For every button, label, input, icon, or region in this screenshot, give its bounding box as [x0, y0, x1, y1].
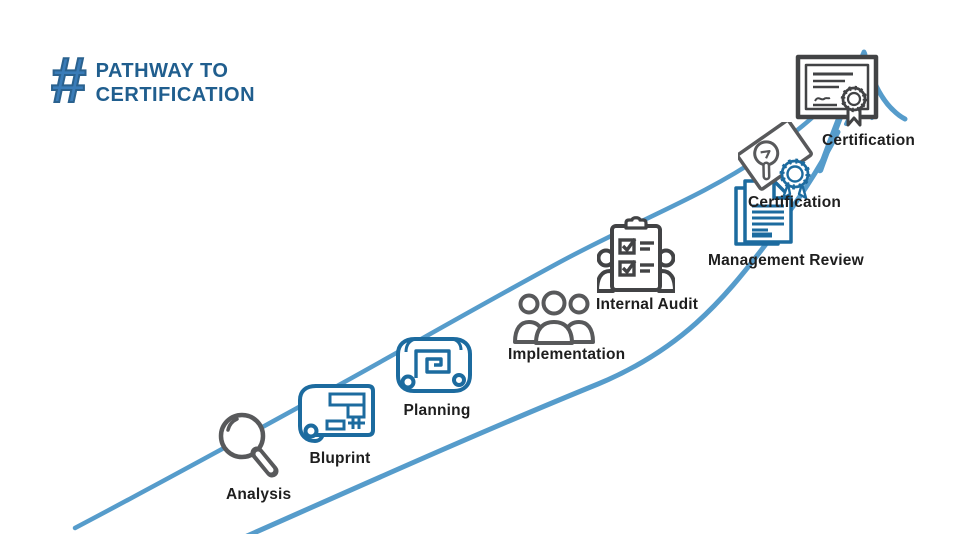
stage-label: Bluprint	[309, 450, 371, 467]
stage-internal-audit: Internal Audit	[574, 216, 698, 314]
logo: # PATHWAY TO CERTIFICATION	[49, 44, 255, 116]
stage-label: Certification	[822, 132, 916, 149]
logo-title-line1: PATHWAY TO	[95, 60, 229, 82]
magnifying-glass-icon	[218, 412, 279, 478]
certificate-with-seal-icon	[737, 122, 813, 200]
seal-medal	[779, 158, 811, 200]
lower-band-line	[245, 129, 841, 534]
stage-label: Analysis	[226, 486, 292, 503]
stage-planning: Planning	[390, 334, 476, 420]
stage-label: Planning	[403, 402, 471, 419]
stage-certification-framed: Certification	[760, 54, 915, 150]
certificate-ribbon-medal	[840, 85, 867, 127]
logo-title-line2: CERTIFICATION	[95, 84, 256, 106]
stage-analysis: Analysis	[210, 408, 291, 504]
floor-plan-scroll-icon	[396, 337, 472, 393]
blueprint-scroll-icon	[298, 384, 375, 443]
stage-management-review: Management Review	[664, 178, 864, 270]
stage-implementation: Implementation	[482, 290, 625, 364]
team-group-icon	[512, 290, 595, 345]
stage-certification-seal: Certification	[716, 122, 841, 212]
stage-label: Internal Audit	[596, 296, 699, 313]
review-documents-icon	[734, 179, 793, 246]
stage-label: Implementation	[508, 346, 626, 363]
stage-label: Certification	[748, 194, 842, 211]
framed-certificate-icon	[795, 54, 878, 127]
audit-checklist-clipboard-icon	[597, 216, 676, 293]
stage-bluprint: Bluprint	[294, 382, 378, 468]
logo-title: PATHWAY TO CERTIFICATION	[96, 59, 255, 107]
stage-label: Management Review	[708, 252, 864, 269]
logo-hash-icon: #	[49, 44, 87, 116]
